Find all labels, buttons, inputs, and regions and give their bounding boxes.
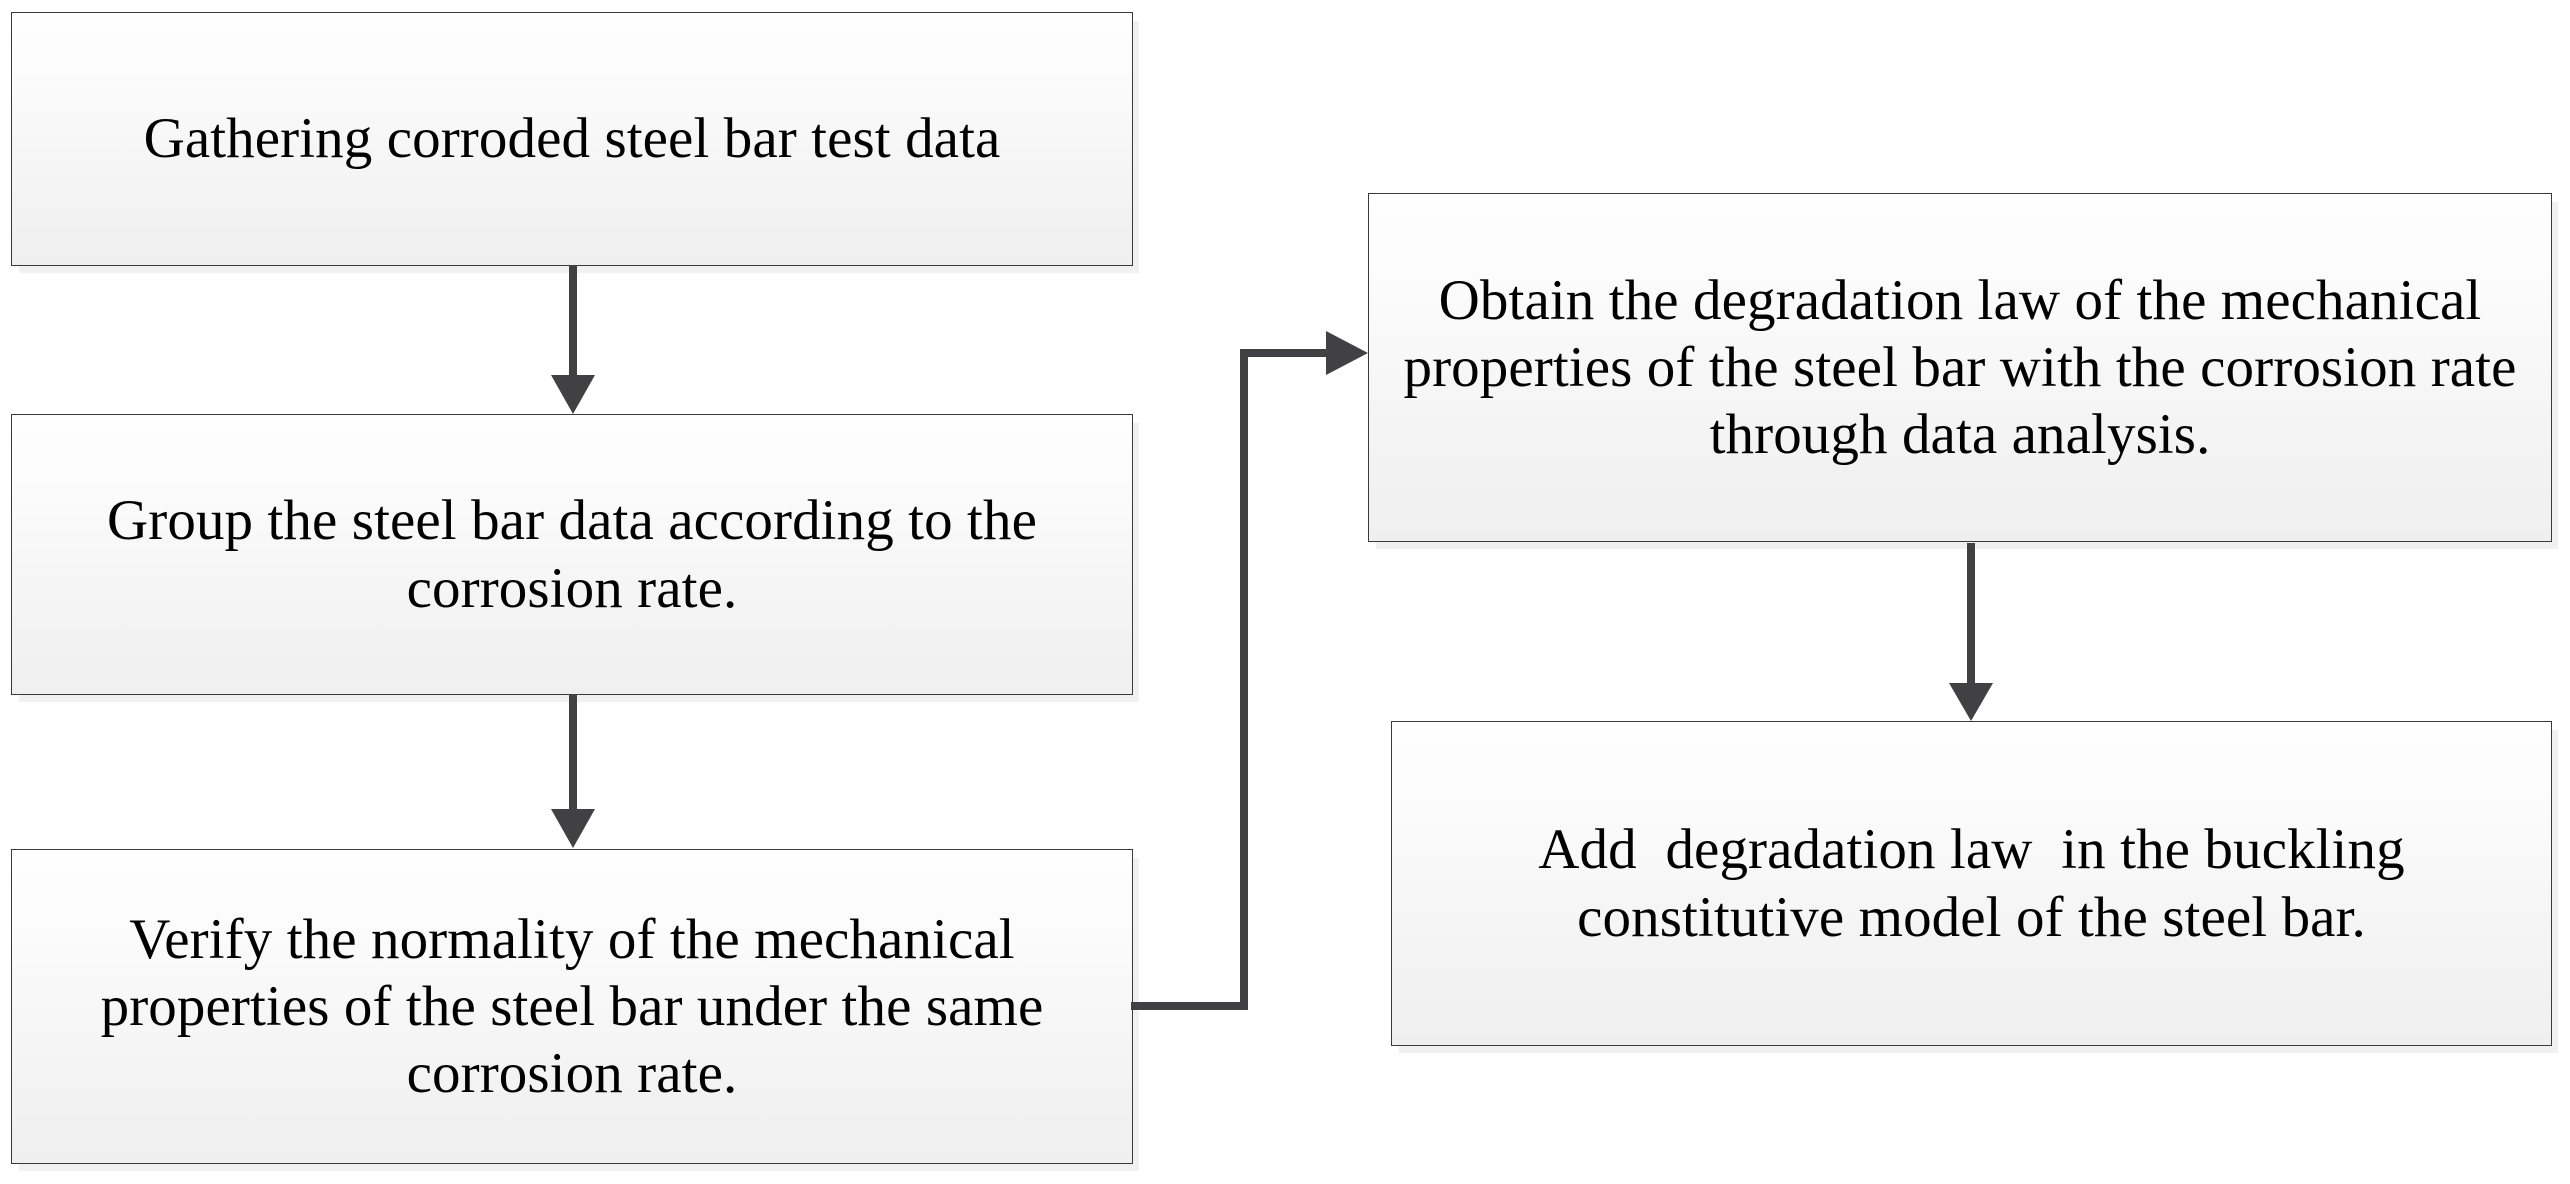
node-verify-normality-label: Verify the normality of the mechanical p… [100, 907, 1058, 1106]
arrowhead-right-icon [1326, 331, 1368, 375]
node-add-degradation-law-label: Add degradation law in the buckling cons… [1538, 818, 2420, 949]
node-gather-data-label: Gathering corroded steel bar test data [143, 107, 1001, 171]
arrow-elbow-path-verify-to-obtain [1131, 349, 1330, 1010]
node-verify-normality[interactable]: Verify the normality of the mechanical p… [11, 849, 1133, 1164]
arrowhead-down-icon [551, 809, 595, 848]
node-add-degradation-law[interactable]: Add degradation law in the buckling cons… [1391, 721, 2552, 1046]
node-obtain-degradation-law-label: Obtain the degradation law of the mechan… [1403, 268, 2531, 467]
node-gather-data[interactable]: Gathering corroded steel bar test data [11, 12, 1133, 266]
node-group-data[interactable]: Group the steel bar data according to th… [11, 414, 1133, 695]
node-obtain-degradation-law[interactable]: Obtain the degradation law of the mechan… [1368, 193, 2552, 542]
arrowhead-down-icon [1949, 683, 1993, 721]
arrowhead-down-icon [551, 375, 595, 414]
node-group-data-label: Group the steel bar data according to th… [107, 489, 1052, 620]
